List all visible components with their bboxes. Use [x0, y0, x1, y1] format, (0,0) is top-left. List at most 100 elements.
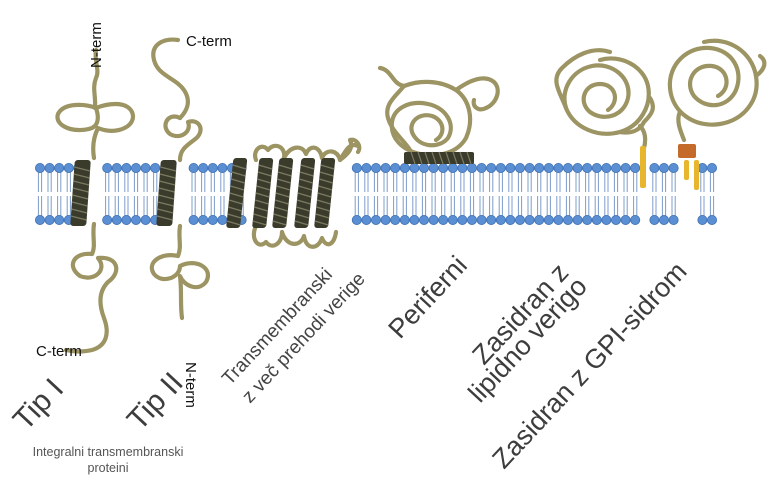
lipid-head [602, 215, 611, 224]
lipid-head [410, 163, 419, 172]
lipid-head [352, 163, 361, 172]
lipid-head [362, 215, 371, 224]
lipid-heads-inner [35, 215, 716, 224]
lipid-head [371, 163, 380, 172]
lipid-head [554, 215, 563, 224]
integral-proteins-caption-line2: proteini [88, 461, 129, 475]
lipid-head [592, 163, 601, 172]
lipid-head [583, 215, 592, 224]
lipid-head [458, 215, 467, 224]
lipid-head [707, 215, 716, 224]
type1-label: Tip I [7, 372, 70, 436]
lipid-tails [38, 170, 722, 218]
lipid-head [199, 215, 208, 224]
lipid-head [477, 163, 486, 172]
lipid-head [199, 163, 208, 172]
lipid-head [698, 215, 707, 224]
lipid-head [208, 215, 217, 224]
lipid-head [631, 215, 640, 224]
lipid-head [400, 215, 409, 224]
lipid-head [362, 163, 371, 172]
type1-c-term-label: C-term [36, 343, 82, 360]
lipid-head [429, 215, 438, 224]
lipid-head [515, 215, 524, 224]
lipid-head [573, 163, 582, 172]
lipid-head [698, 163, 707, 172]
lipid-head [352, 215, 361, 224]
lipid-head [563, 215, 572, 224]
lipid-head [35, 215, 44, 224]
lipid-head [496, 215, 505, 224]
lipid-head [487, 163, 496, 172]
lipid-head [64, 163, 73, 172]
lipid-head [506, 163, 515, 172]
lipid-head [410, 215, 419, 224]
lipid-head [544, 215, 553, 224]
lipid-bilayer [35, 163, 722, 224]
lipid-head [419, 163, 428, 172]
peripheral-label: Periferni [382, 250, 473, 344]
lipid-head [611, 163, 620, 172]
lipid-head [515, 163, 524, 172]
gpi-anchor [678, 144, 696, 158]
lipid-head [506, 215, 515, 224]
lipid-head [707, 163, 716, 172]
lipid-head [122, 215, 131, 224]
lipid-head [381, 215, 390, 224]
gpi-anchored-protein [670, 41, 764, 190]
lipid-head [131, 215, 140, 224]
lipid-head [391, 215, 400, 224]
lipid-head [592, 215, 601, 224]
lipid-head [391, 163, 400, 172]
lipid-head [621, 215, 630, 224]
lipid-head [602, 163, 611, 172]
lipid-heads-outer [35, 163, 716, 172]
lipid-head [611, 215, 620, 224]
lipid-head [218, 163, 227, 172]
lipid-head [208, 163, 217, 172]
lipid-head [55, 163, 64, 172]
lipid-head [525, 215, 534, 224]
lipid-head [544, 163, 553, 172]
lipid-head [554, 163, 563, 172]
lipid-head [419, 215, 428, 224]
lipid-head [189, 215, 198, 224]
lipid-head [45, 215, 54, 224]
lipid-head [467, 163, 476, 172]
lipid-anchor [640, 146, 646, 188]
lipid-head [429, 163, 438, 172]
lipid-head [189, 163, 198, 172]
lipid-head [467, 215, 476, 224]
lipid-head [535, 215, 544, 224]
lipid-head [659, 163, 668, 172]
type2-c-term-label: C-term [186, 33, 232, 50]
lipid-head [448, 215, 457, 224]
lipid-head [218, 215, 227, 224]
lipid-head [439, 215, 448, 224]
lipid-head [535, 163, 544, 172]
lipid-head [45, 163, 54, 172]
lipid-head [669, 163, 678, 172]
lipid-head [400, 163, 409, 172]
lipid-head [371, 215, 380, 224]
lipid-head [112, 163, 121, 172]
peripheral-protein [380, 68, 498, 164]
lipid-head [573, 215, 582, 224]
lipid-head [131, 163, 140, 172]
lipid-head [583, 163, 592, 172]
lipid-head [141, 215, 150, 224]
lipid-head [525, 163, 534, 172]
lipid-head [631, 163, 640, 172]
lipid-head [103, 215, 112, 224]
lipid-head [458, 163, 467, 172]
lipid-head [151, 163, 160, 172]
lipid-head [439, 163, 448, 172]
lipid-head [381, 163, 390, 172]
lipid-head [448, 163, 457, 172]
lipid-head [103, 163, 112, 172]
lipid-head [55, 215, 64, 224]
lipid-head [122, 163, 131, 172]
type1-n-term-label: N-term [88, 22, 105, 68]
lipid-head [650, 163, 659, 172]
